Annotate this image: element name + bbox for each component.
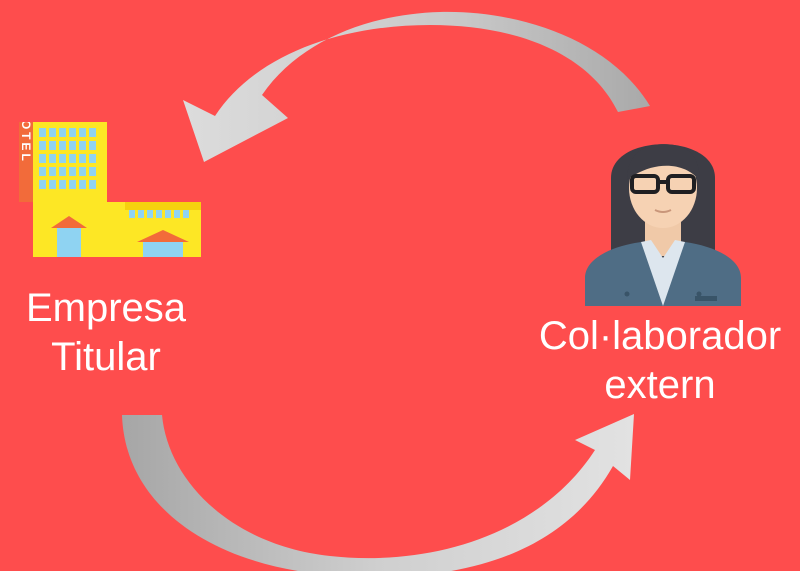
company-label-line-1: Empresa [25,286,187,330]
collaborator-label: Col·laborador extern [520,312,800,410]
bottom-arc-arrow [122,414,634,571]
company-label: Empresa Titular [0,284,212,382]
collaborator-label-line-1: Col·laborador [538,314,782,358]
hotel-sign [19,122,33,202]
company-label-line-2: Titular [51,334,161,379]
hotel-sign-text: HOTEL [19,122,33,164]
hotel-building-icon: HOTEL [17,108,203,262]
collaborator-label-line-2: extern [604,362,716,407]
top-arc-arrow [183,11,650,162]
woman-with-glasses-avatar-icon [583,118,743,311]
arrow-company-to-collaborator [122,414,634,571]
arrow-collaborator-to-company [183,11,650,162]
